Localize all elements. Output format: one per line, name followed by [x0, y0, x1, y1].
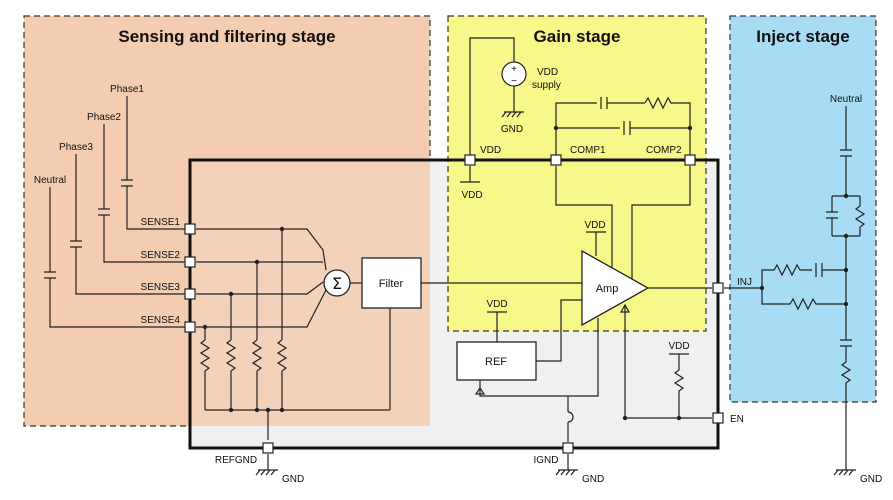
amp-label: Amp: [596, 283, 619, 295]
pin-sense3-label: SENSE3: [141, 282, 181, 293]
pin-sense4-label: SENSE4: [141, 315, 181, 326]
inject-neutral-label: Neutral: [830, 94, 862, 105]
junction-dot: [622, 415, 628, 421]
junction-dot: [279, 407, 285, 413]
pin-en-label: EN: [730, 414, 744, 425]
gain-stage-region: [447, 15, 707, 332]
pin-sense2: [184, 256, 196, 268]
pin-inj: [712, 282, 724, 294]
sensing-stage-title: Sensing and filtering stage: [118, 27, 335, 46]
en-vdd-label: VDD: [668, 341, 689, 352]
supply-gnd-label: GND: [501, 124, 523, 135]
pin-refgnd-label: REFGND: [215, 455, 257, 466]
pin-en: [712, 412, 724, 424]
vdd-supply-label: VDD: [537, 67, 558, 78]
junction-dot: [202, 324, 208, 330]
pin-comp2-label: COMP2: [646, 145, 682, 156]
junction-dot: [228, 291, 234, 297]
pin-sense1-label: SENSE1: [141, 217, 181, 228]
supply-plus: +: [511, 64, 517, 75]
phase2-label: Phase2: [87, 112, 121, 123]
amp-vdd-label: VDD: [584, 220, 605, 231]
pin-sense4: [184, 321, 196, 333]
junction-dot: [553, 125, 559, 131]
pin-ignd-label: IGND: [534, 455, 559, 466]
inject-gnd-label: GND: [860, 474, 882, 485]
junction-dot: [279, 226, 285, 232]
ref-vdd-label: VDD: [486, 299, 507, 310]
pin-inj-label: INJ: [737, 277, 752, 288]
junction-dot: [843, 193, 849, 199]
junction-dot: [265, 407, 271, 413]
junction-dot: [254, 407, 260, 413]
junction-dot: [843, 233, 849, 239]
pin-sense3: [184, 288, 196, 300]
pin-ignd: [562, 442, 574, 454]
inject-stage-title: Inject stage: [756, 27, 850, 46]
summing-symbol: Σ: [332, 274, 342, 293]
refgnd-gnd-label: GND: [282, 474, 304, 485]
pin-sense2-label: SENSE2: [141, 250, 181, 261]
phase3-label: Phase3: [59, 142, 93, 153]
pin-comp1: [550, 154, 562, 166]
pin-comp1-label: COMP1: [570, 145, 606, 156]
vdd-tap-label: VDD: [461, 190, 482, 201]
ref-block: [456, 341, 537, 381]
pin-vdd-label: VDD: [480, 145, 501, 156]
pin-refgnd: [262, 442, 274, 454]
supply-minus: −: [511, 76, 517, 87]
supply-label: supply: [532, 80, 561, 91]
inject-stage-region: [729, 15, 877, 403]
junction-dot: [687, 125, 693, 131]
ignd-gnd-label: GND: [582, 474, 604, 485]
ic-outline: [188, 158, 720, 450]
neutral-label: Neutral: [34, 175, 66, 186]
junction-dot: [254, 259, 260, 265]
pin-vdd: [464, 154, 476, 166]
gain-stage-title: Gain stage: [534, 27, 621, 46]
junction-dot: [228, 407, 234, 413]
filter-label: Filter: [379, 278, 404, 290]
pin-sense1: [184, 223, 196, 235]
ref-label: REF: [485, 356, 507, 368]
amplifier: [581, 249, 650, 327]
pin-comp2: [684, 154, 696, 166]
phase1-label: Phase1: [110, 84, 144, 95]
